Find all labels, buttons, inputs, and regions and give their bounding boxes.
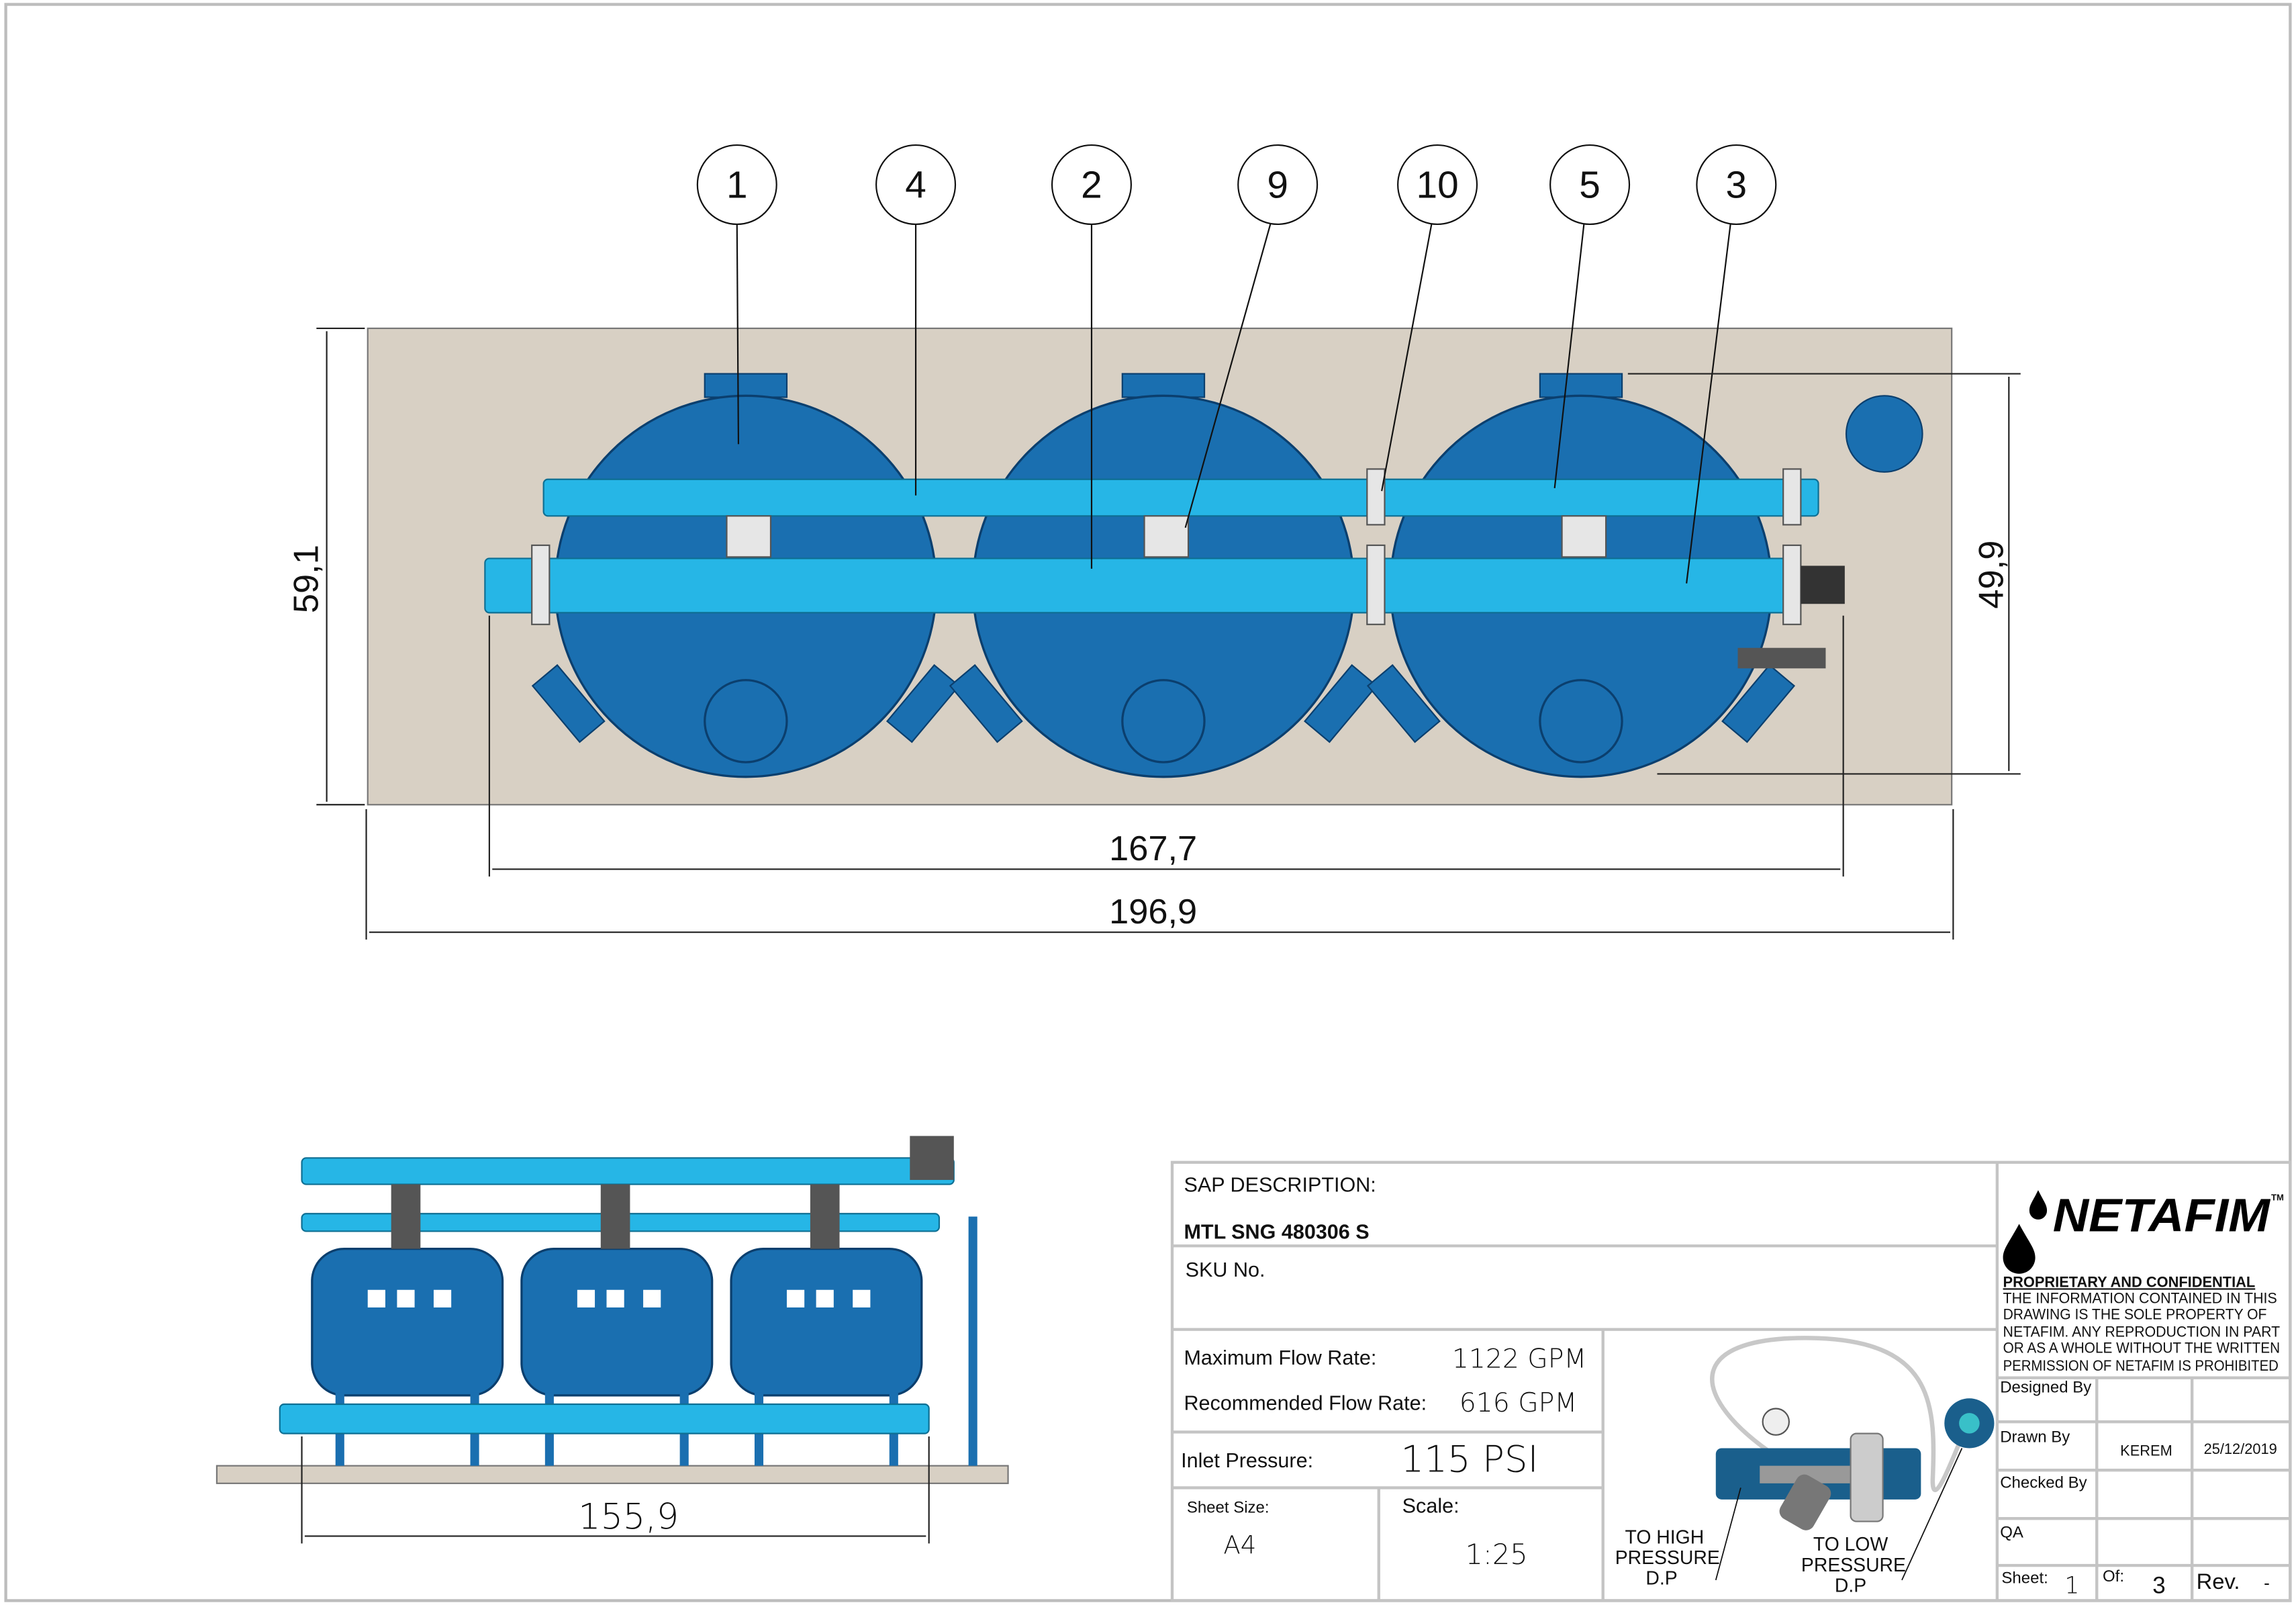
confidential-line: THE INFORMATION CONTAINED IN THIS [2003, 1289, 2277, 1306]
balloon-9: 9 [1267, 165, 1288, 207]
valve-actuator [1801, 565, 1845, 604]
balloon-2: 2 [1081, 165, 1102, 207]
callout-low-3: D.P [1835, 1575, 1866, 1596]
sheet-size-value: A4 [1223, 1531, 1256, 1560]
top-view: 1 4 2 9 10 5 3 59,1 49,9 167,7 196,9 [287, 144, 2021, 940]
sap-value: MTL SNG 480306 S [1184, 1220, 1369, 1243]
balloon-3: 3 [1726, 165, 1748, 207]
sku-label: SKU No. [1186, 1258, 1265, 1281]
callout-high-2: PRESSURE [1615, 1547, 1720, 1569]
dim-height-tanks: 49,9 [1972, 541, 2011, 609]
drawn-by-value: KEREM [2120, 1442, 2172, 1459]
callout-high-3: D.P [1645, 1567, 1677, 1589]
confidential-line: OR AS A WHOLE WITHOUT THE WRITTEN [2003, 1340, 2281, 1357]
dim-height-overall: 59,1 [287, 545, 326, 613]
side-view: 155,9 [216, 1136, 1009, 1544]
of-label: Of: [2103, 1567, 2124, 1586]
checked-by-label: Checked By [2000, 1473, 2087, 1492]
sheet-size-label: Sheet Size: [1187, 1498, 1270, 1516]
balloon-4: 4 [905, 165, 926, 207]
dim-length-overall: 196,9 [1109, 892, 1197, 931]
rec-flow-value: 616 GPM [1460, 1388, 1577, 1418]
drawn-by-label: Drawn By [2000, 1428, 2070, 1447]
netafim-logo: NETAFIM TM [2003, 1189, 2284, 1274]
logo-text: NETAFIM [2053, 1189, 2271, 1241]
confidential-line: PERMISSION OF NETAFIM IS PROHIBITED [2003, 1357, 2279, 1374]
sheet-value: 1 [2064, 1573, 2079, 1600]
max-flow-value: 1122 GPM [1452, 1344, 1586, 1374]
sap-label: SAP DESCRIPTION: [1184, 1173, 1376, 1196]
valve-controller [1845, 395, 1923, 473]
title-block: SAP DESCRIPTION: MTL SNG 480306 S SKU No… [1170, 1160, 2292, 1602]
rev-value: - [2264, 1573, 2270, 1593]
confidential-line: NETAFIM. ANY REPRODUCTION IN PART [2003, 1324, 2281, 1340]
rec-flow-label: Recommended Flow Rate: [1184, 1392, 1427, 1415]
drawn-date: 25/12/2019 [2204, 1440, 2277, 1457]
designed-by-label: Designed By [2000, 1379, 2091, 1397]
scale-value: 1:25 [1466, 1539, 1528, 1571]
trademark: TM [2271, 1193, 2284, 1203]
of-value: 3 [2152, 1573, 2165, 1599]
scale-label: Scale: [1402, 1494, 1460, 1517]
balloon-1: 1 [726, 165, 748, 207]
confidential-line: DRAWING IS THE SOLE PROPERTY OF [2003, 1305, 2267, 1322]
sheet-label: Sheet: [2001, 1569, 2048, 1587]
balloon-5: 5 [1579, 165, 1600, 207]
large-drop-icon [2003, 1224, 2036, 1274]
inlet-pressure-value: 115 PSI [1401, 1437, 1539, 1480]
dim-length-inner: 167,7 [1109, 829, 1197, 868]
callout-low-2: PRESSURE [1801, 1555, 1906, 1576]
confidential-title: PROPRIETARY AND CONFIDENTIAL [2003, 1273, 2256, 1290]
balloon-10: 10 [1417, 165, 1459, 207]
rev-label: Rev. [2197, 1569, 2240, 1594]
inlet-pressure-label: Inlet Pressure: [1181, 1449, 1313, 1472]
dim-side-length: 155,9 [578, 1497, 679, 1538]
lower-manifold-pipe [484, 557, 1797, 614]
differential-pressure-assembly [1710, 1336, 1995, 1581]
small-drop-icon [2029, 1190, 2048, 1220]
max-flow-label: Maximum Flow Rate: [1184, 1346, 1376, 1369]
callout-high-1: TO HIGH [1625, 1526, 1705, 1548]
qa-label: QA [2000, 1524, 2023, 1542]
callout-low-1: TO LOW [1813, 1534, 1888, 1555]
upper-manifold-pipe [542, 478, 1819, 517]
